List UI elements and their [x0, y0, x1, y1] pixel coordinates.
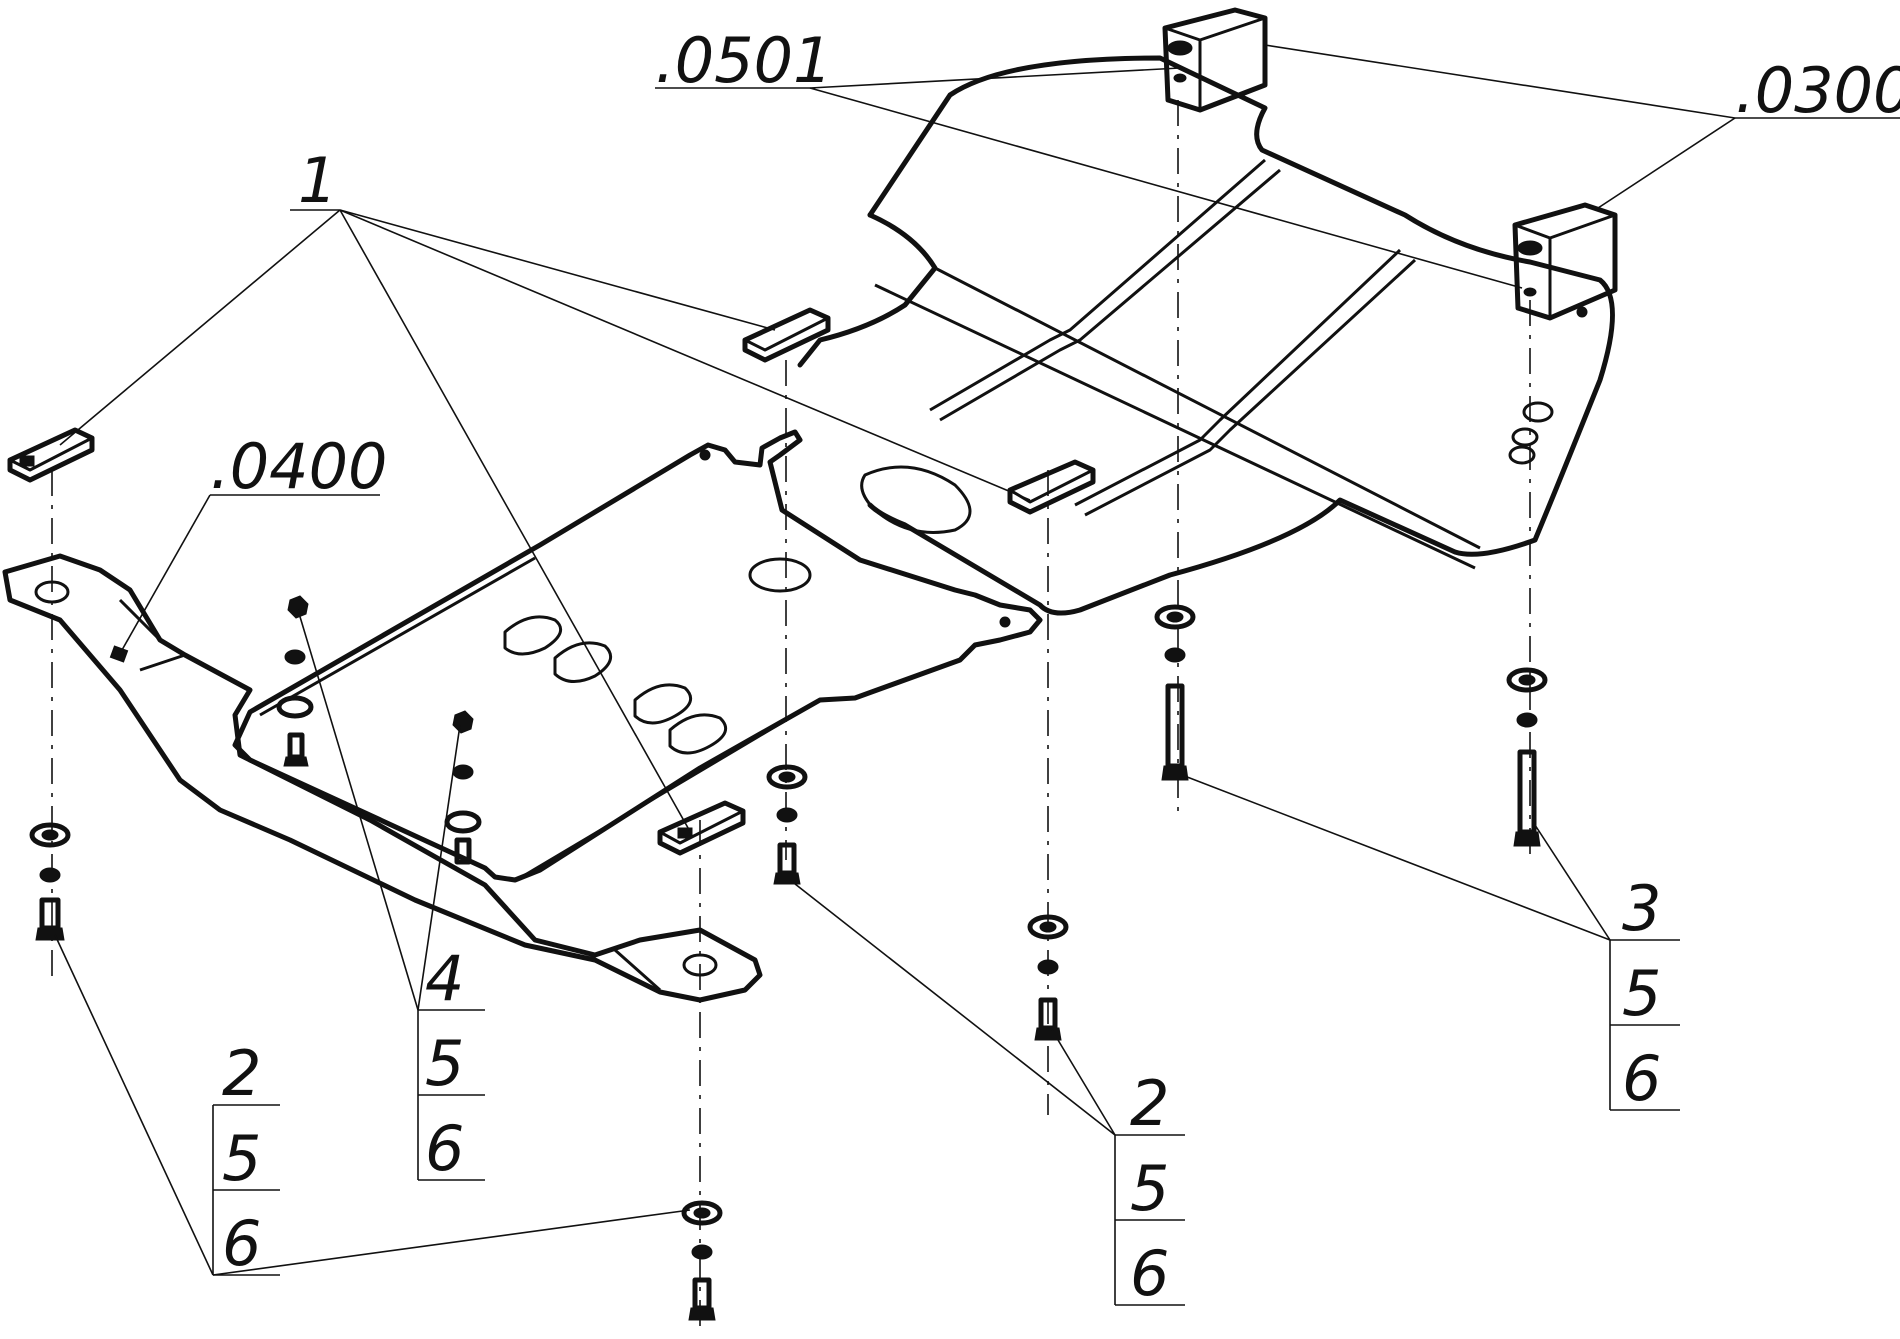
fastener-stack-b	[444, 710, 482, 865]
callout-stack-4-5-6: 4 5 6	[417, 942, 485, 1185]
callout-0501: .0501	[655, 24, 833, 97]
label-0300: .0300	[1735, 54, 1900, 127]
bracket-0300-upper	[1162, 7, 1268, 113]
callout-stack-2-5-6-mid: 2 5 6	[1114, 1067, 1185, 1310]
label-stack3-b: 5	[1622, 957, 1661, 1030]
fastener-stack-e	[1154, 604, 1196, 781]
clip-left	[7, 427, 95, 483]
label-stack4-b: 5	[425, 1027, 464, 1100]
clip-upper	[742, 307, 831, 363]
fastener-stack-f	[1506, 667, 1548, 847]
rear-skid-plate	[797, 55, 1615, 616]
label-1: 1	[298, 144, 337, 217]
fastener-stack-c	[766, 764, 808, 885]
label-stack3-a: 3	[1622, 872, 1661, 945]
label-stack2l-b: 5	[222, 1122, 261, 1195]
label-stack2m-b: 5	[1130, 1152, 1169, 1225]
label-0501: .0501	[655, 24, 833, 97]
fastener-stack-a	[276, 595, 314, 767]
label-stack4-a: 4	[425, 942, 464, 1015]
fastener-stack-left	[29, 822, 71, 941]
bracket-0300-lower	[1512, 202, 1618, 321]
label-stack2l-a: 2	[222, 1037, 261, 1110]
label-stack4-c: 6	[425, 1112, 464, 1185]
label-stack2l-c: 6	[222, 1207, 261, 1280]
label-stack2m-a: 2	[1130, 1067, 1169, 1140]
leader-lines	[54, 44, 1900, 1276]
axis-lines	[51, 100, 1531, 1330]
label-0400: .0400	[210, 430, 388, 503]
label-stack2m-c: 6	[1130, 1237, 1169, 1310]
clip-mid	[1007, 459, 1096, 515]
label-stack3-c: 6	[1622, 1042, 1661, 1115]
callout-stack-2-5-6-left: 2 5 6	[212, 1037, 280, 1280]
front-skid-plate	[2, 553, 763, 1003]
callout-0300: .0300	[1735, 54, 1900, 127]
callout-stack-3-5-6: 3 5 6	[1609, 872, 1680, 1115]
fastener-stack-d	[1027, 914, 1069, 1041]
callout-0400: .0400	[210, 430, 388, 503]
fastener-stack-g	[681, 1200, 723, 1321]
middle-skid-plate	[232, 429, 1043, 883]
clip-lower	[657, 800, 746, 856]
callout-1: 1	[298, 144, 337, 217]
